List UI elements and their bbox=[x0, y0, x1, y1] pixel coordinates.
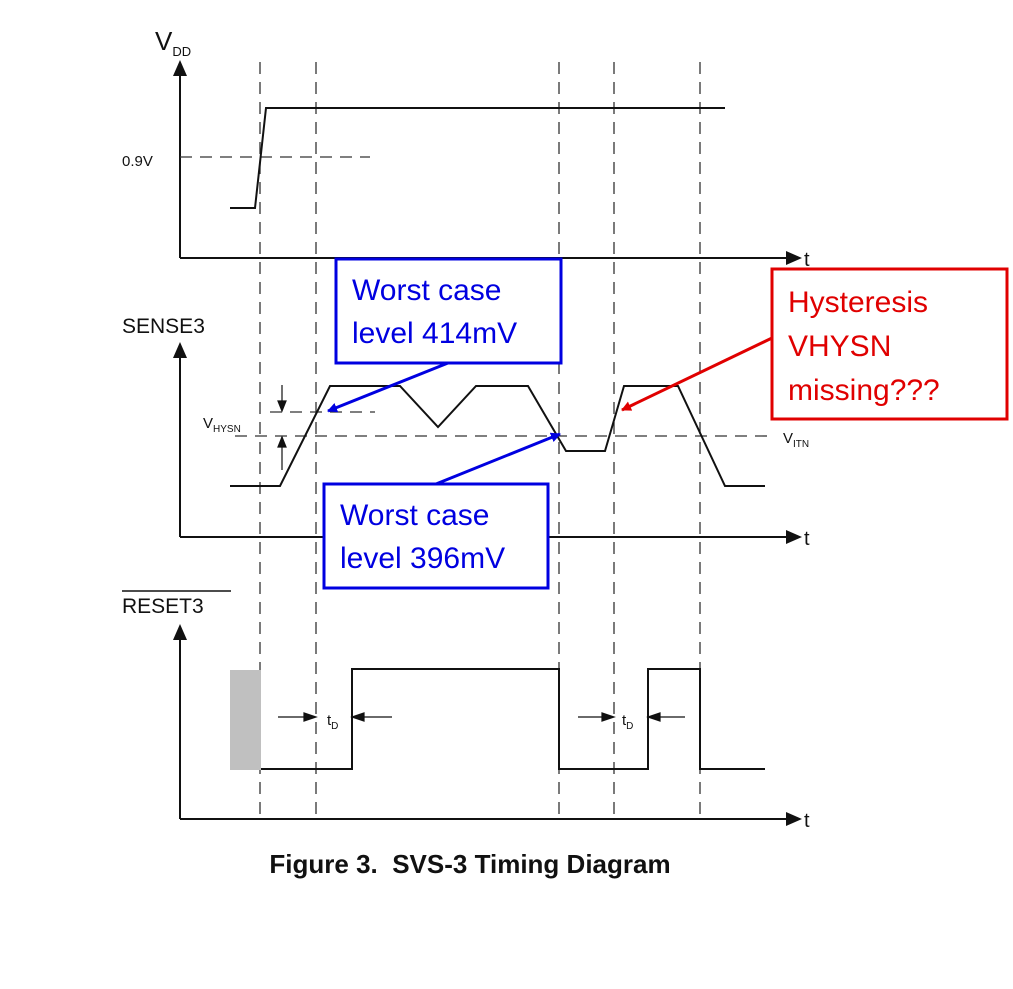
sense3-time-label: t bbox=[804, 528, 810, 550]
sense3-label: SENSE3 bbox=[122, 315, 205, 338]
svg-text:missing???: missing??? bbox=[788, 374, 940, 407]
annotation-worst-high-box bbox=[334, 257, 563, 365]
svg-text:Hysteresis: Hysteresis bbox=[788, 286, 928, 319]
reset3-label: RESET3 bbox=[122, 595, 204, 618]
td-arrows-1 bbox=[278, 712, 392, 722]
svg-text:Worst case: Worst case bbox=[340, 499, 490, 532]
vhysn-dimension-arrows bbox=[277, 385, 287, 470]
figure-caption: Figure 3. SVS-3 Timing Diagram bbox=[269, 849, 670, 879]
td-label-1: tD bbox=[327, 712, 338, 732]
annotation-worst-high: Worst case level 414mV bbox=[327, 257, 563, 413]
reset3-time-label: t bbox=[804, 810, 810, 832]
annotation-worst-low-arrow bbox=[435, 432, 561, 486]
annotation-hysteresis-arrow bbox=[621, 336, 773, 412]
vdd-waveform bbox=[230, 107, 725, 209]
sense3-y-arrowhead bbox=[173, 342, 187, 358]
undefined-state-block bbox=[230, 670, 261, 770]
annotation-hysteresis: Hysteresis VHYSN missing??? bbox=[621, 267, 1009, 421]
sense3-waveform bbox=[230, 385, 765, 487]
reset3-y-arrowhead bbox=[173, 624, 187, 640]
td-arrows-2 bbox=[578, 712, 685, 722]
vdd-label: VDD bbox=[155, 26, 191, 59]
sense3-x-arrowhead bbox=[786, 530, 802, 544]
svg-text:level 396mV: level 396mV bbox=[340, 542, 505, 575]
svg-text:VHYSN: VHYSN bbox=[788, 330, 891, 363]
threshold-09v-label: 0.9V bbox=[122, 153, 153, 170]
vdd-time-label: t bbox=[804, 249, 810, 271]
vhysn-label: VHYSN bbox=[203, 415, 241, 435]
vitn-label: VITN bbox=[783, 430, 809, 450]
annotation-worst-high-arrow bbox=[327, 361, 449, 413]
reset3-waveform bbox=[261, 668, 765, 770]
annotation-worst-low: Worst case level 396mV bbox=[322, 432, 561, 590]
vdd-panel: VDD 0.9V t bbox=[122, 26, 810, 271]
svg-text:level 414mV: level 414mV bbox=[352, 317, 517, 350]
svg-text:Worst case: Worst case bbox=[352, 274, 502, 307]
vdd-y-arrowhead bbox=[173, 60, 187, 76]
annotation-hysteresis-box bbox=[770, 267, 1009, 421]
time-marker-lines bbox=[259, 62, 701, 820]
vdd-x-arrowhead bbox=[786, 251, 802, 265]
td-label-2: tD bbox=[622, 712, 633, 732]
reset3-x-arrowhead bbox=[786, 812, 802, 826]
reset3-panel: RESET3 tD tD t bbox=[122, 590, 810, 832]
